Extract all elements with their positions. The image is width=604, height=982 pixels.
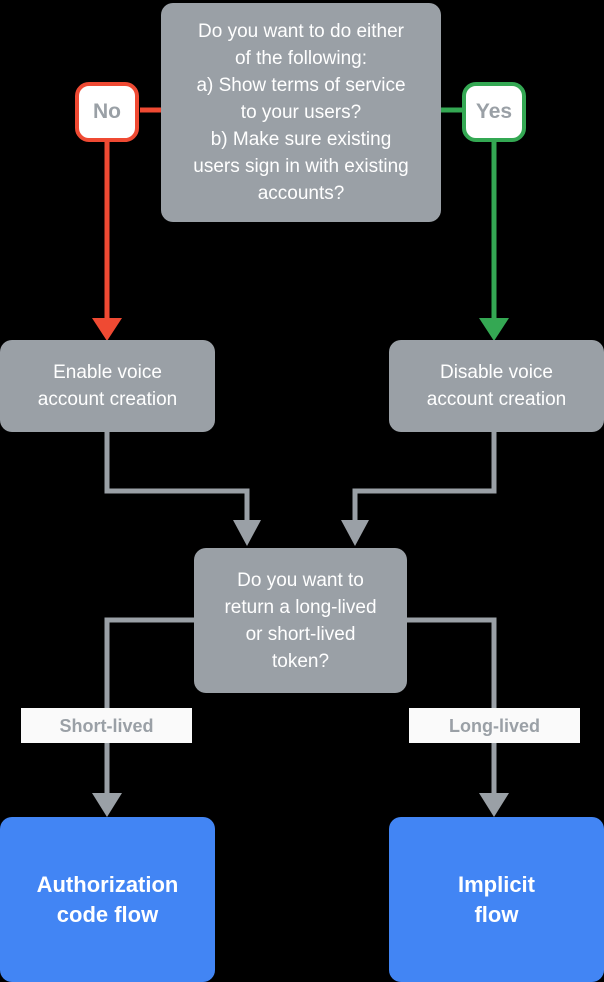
node-question-token-lifetime[interactable]: Do you want to return a long-lived or sh…: [194, 548, 407, 693]
node-authorization-code-flow[interactable]: Authorization code flow: [0, 817, 215, 982]
node-question-terms-of-service[interactable]: Do you want to do either of the followin…: [161, 3, 441, 222]
edge-disable-to-token-question-arrowhead: [341, 520, 369, 546]
badge-branch-no[interactable]: No: [75, 82, 139, 142]
edge-token-question-to-implicit-arrowhead: [479, 793, 509, 817]
edge-enable-to-token-question-arrowhead: [233, 520, 261, 546]
node-authorization-code-flow-label: Authorization code flow: [36, 871, 179, 927]
edge-enable-to-token-question-line: [104, 432, 250, 520]
badge-branch-yes-label: Yes: [475, 100, 513, 123]
edge-token-question-to-auth-code-arrowhead: [92, 793, 122, 817]
edge-disable-to-token-question-line: [352, 432, 497, 520]
edge-yes-to-disable-arrowhead: [479, 318, 509, 341]
node-disable-voice-account-creation-label: Disable voice account creation: [426, 362, 567, 410]
node-enable-voice-account-creation[interactable]: Enable voice account creation: [0, 340, 215, 432]
node-implicit-flow[interactable]: Implicit flow: [389, 817, 604, 982]
badge-branch-yes[interactable]: Yes: [462, 82, 526, 142]
node-question-token-lifetime-label: Do you want to return a long-lived or sh…: [224, 569, 377, 672]
badge-branch-no-label: No: [93, 100, 121, 123]
label-long-lived[interactable]: Long-lived: [409, 708, 580, 743]
label-short-lived[interactable]: Short-lived: [21, 708, 192, 743]
label-long-lived-text: Long-lived: [449, 715, 540, 736]
node-disable-voice-account-creation[interactable]: Disable voice account creation: [389, 340, 604, 432]
node-implicit-flow-label: Implicit flow: [457, 871, 535, 927]
node-enable-voice-account-creation-label: Enable voice account creation: [37, 362, 178, 410]
label-short-lived-text: Short-lived: [59, 715, 154, 736]
edge-no-to-enable-arrowhead: [92, 318, 122, 341]
node-question-terms-of-service-label: Do you want to do either of the followin…: [193, 21, 409, 204]
